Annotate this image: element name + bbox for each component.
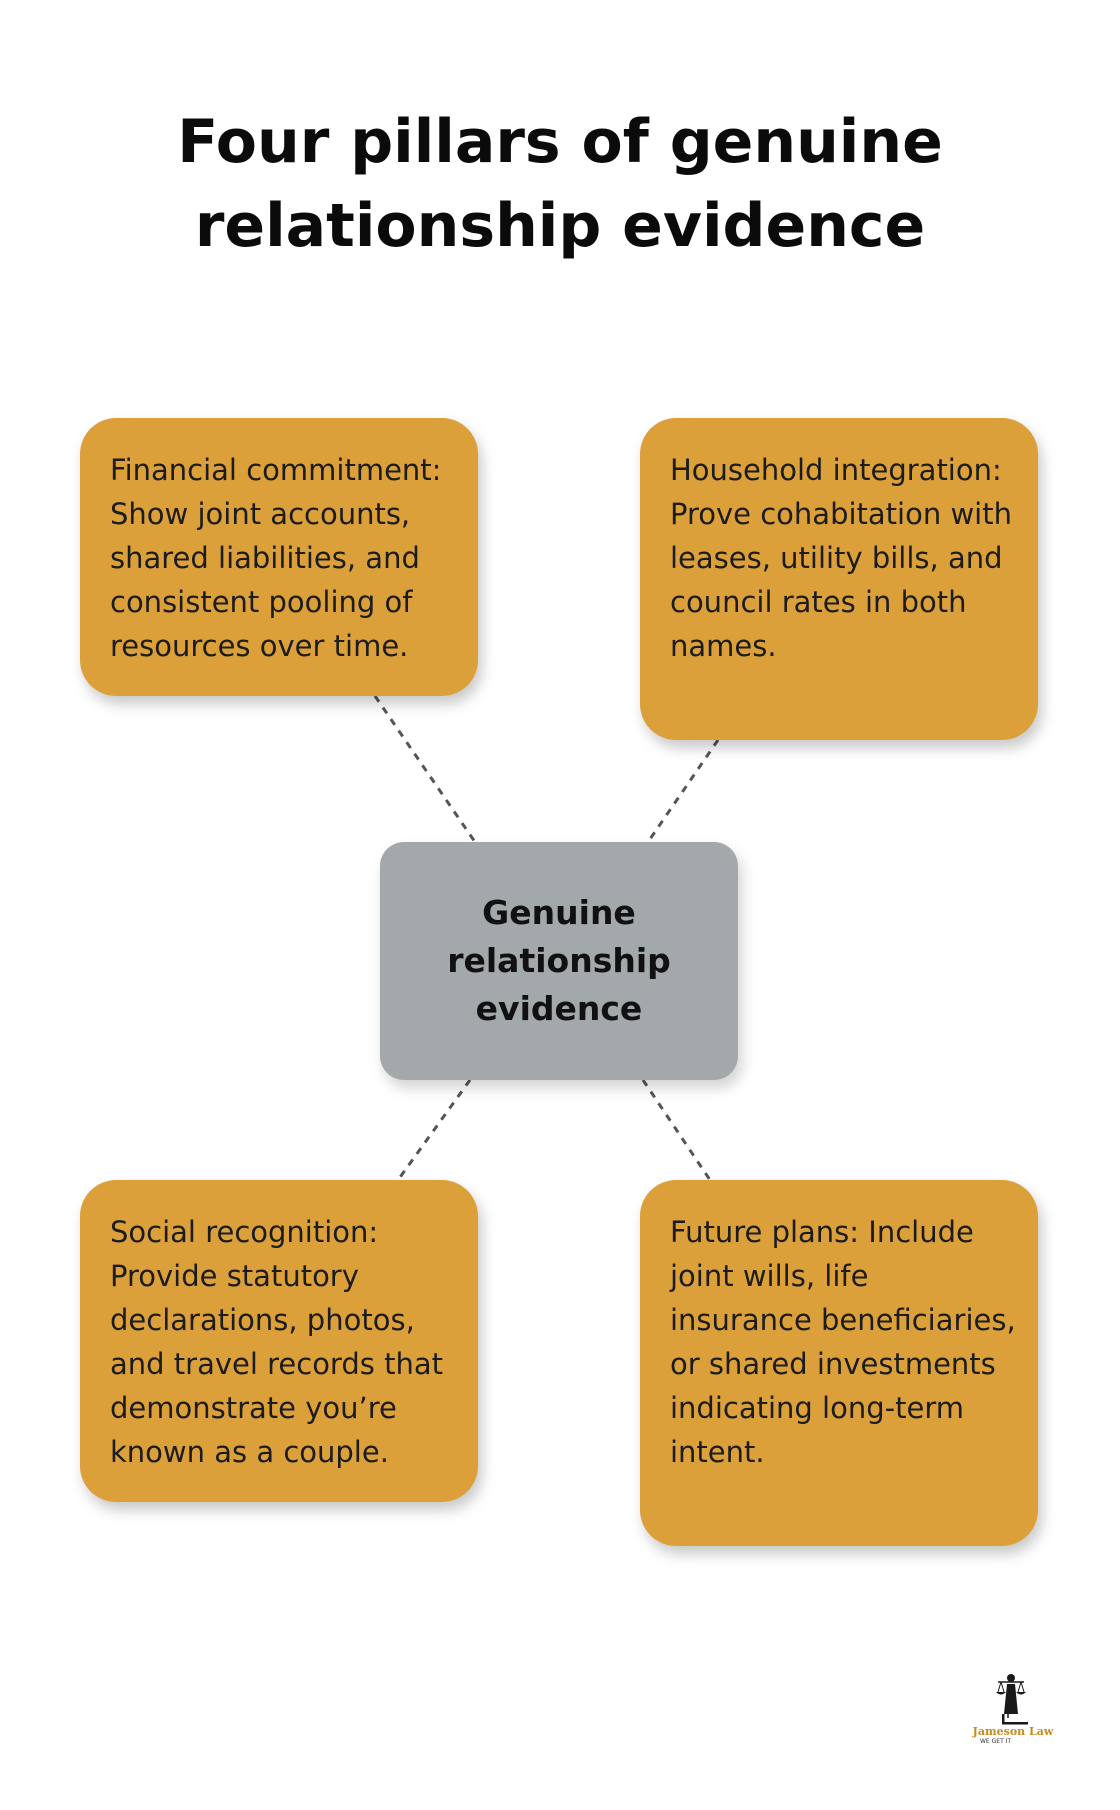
center-label: Genuine relationship evidence [447,893,671,1028]
pillar-text: Financial commitment: Show joint account… [110,453,442,663]
pillar-card-social: Social recognition: Provide statutory de… [80,1180,478,1502]
page-title: Four pillars of genuine relationship evi… [177,107,943,261]
pillar-text: Household integration: Prove cohabitatio… [670,453,1012,663]
pillar-text: Future plans: Include joint wills, life … [670,1215,1016,1469]
pillar-card-household: Household integration: Prove cohabitatio… [640,418,1038,740]
logo: Jameson Law WE GET IT [968,1668,1058,1748]
connector-bottom-left [396,1079,472,1181]
connector-top-left [373,695,477,843]
logo-tagline: WE GET IT [980,1738,1012,1745]
connector-bottom-right [641,1079,712,1181]
center-node: Genuine relationship evidence [380,842,738,1080]
connector-top-right [646,739,720,843]
pillar-text: Social recognition: Provide statutory de… [110,1215,443,1469]
pillar-card-financial: Financial commitment: Show joint account… [80,418,478,696]
pillar-card-future: Future plans: Include joint wills, life … [640,1180,1038,1546]
lady-justice-icon [996,1674,1028,1725]
logo-name: Jameson Law [972,1725,1054,1738]
